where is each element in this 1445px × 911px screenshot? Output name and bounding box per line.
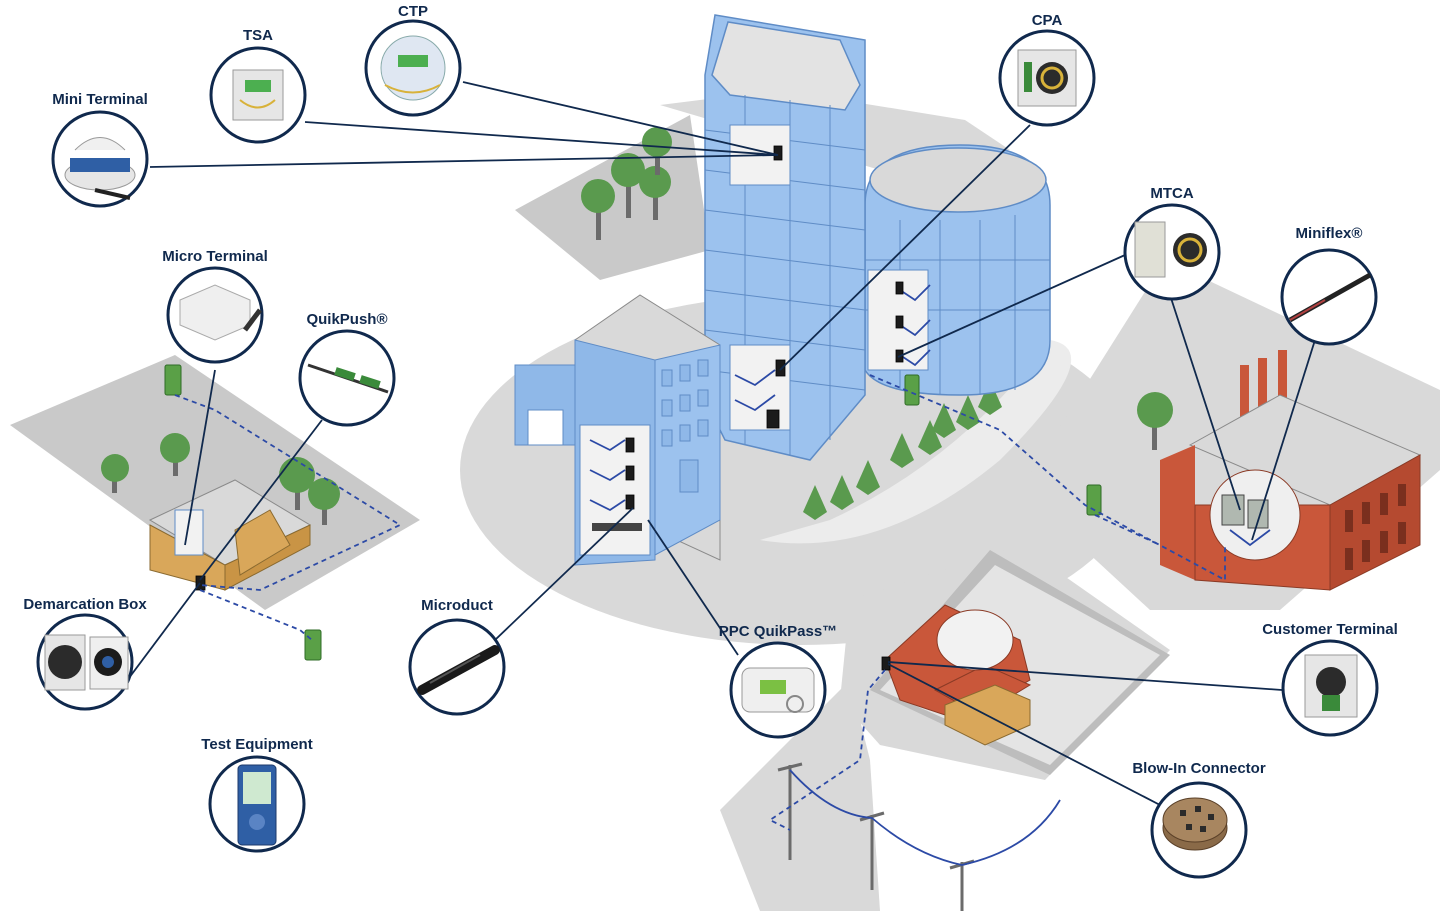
mini-terminal-callout[interactable]: Mini Terminal: [51, 91, 149, 208]
micro-terminal-callout[interactable]: Micro Terminal: [162, 248, 268, 364]
customer-terminal-callout[interactable]: Customer Terminal: [1262, 621, 1398, 737]
mtca-label: MTCA: [1150, 185, 1193, 202]
factory-building: [1160, 350, 1422, 591]
mini-terminal-label: Mini Terminal: [52, 91, 148, 108]
blow-in-connector-callout[interactable]: Blow-In Connector: [1132, 760, 1266, 879]
ctp-label: CTP: [398, 3, 428, 20]
miniflex-label: Miniflex®: [1296, 225, 1363, 242]
round-office-building: [864, 144, 1051, 396]
miniflex-callout[interactable]: Miniflex®: [1280, 225, 1378, 346]
trees: [101, 127, 1173, 525]
mtca-callout[interactable]: MTCA: [1123, 185, 1221, 301]
microduct-callout[interactable]: Microduct: [408, 597, 506, 716]
quikpush-callout[interactable]: QuikPush®: [298, 311, 396, 427]
residential-house: [148, 479, 312, 591]
ppc-quikpass-label: PPC QuikPass™: [719, 623, 837, 640]
micro-terminal-label: Micro Terminal: [162, 248, 268, 265]
duct-routes: [174, 374, 1226, 831]
demarcation-box-callout[interactable]: Demarcation Box: [23, 596, 147, 711]
blow-in-connector-label: Blow-In Connector: [1132, 760, 1265, 777]
glass-tower: [704, 14, 866, 461]
test-equipment-callout[interactable]: Test Equipment: [201, 736, 313, 853]
utility-poles: [777, 762, 975, 911]
microduct-label: Microduct: [421, 597, 493, 614]
cpa-label: CPA: [1032, 12, 1063, 29]
test-equipment-label: Test Equipment: [201, 736, 312, 753]
ppc-quikpass-callout[interactable]: PPC QuikPass™: [719, 623, 837, 739]
leader-lines: [119, 81, 1316, 806]
demarcation-box-label: Demarcation Box: [23, 596, 147, 613]
ctp-callout[interactable]: CTP: [364, 3, 462, 117]
residential-lot: [10, 355, 420, 610]
mdu-building: [514, 294, 721, 566]
customer-terminal-label: Customer Terminal: [1262, 621, 1398, 638]
tower-terminal-device: [773, 145, 783, 161]
cpa-callout[interactable]: CPA: [998, 12, 1096, 127]
tsa-label: TSA: [243, 27, 273, 44]
tsa-callout[interactable]: TSA: [209, 27, 307, 144]
quikpush-label: QuikPush®: [306, 311, 387, 328]
customer-terminal-device: [881, 656, 891, 671]
